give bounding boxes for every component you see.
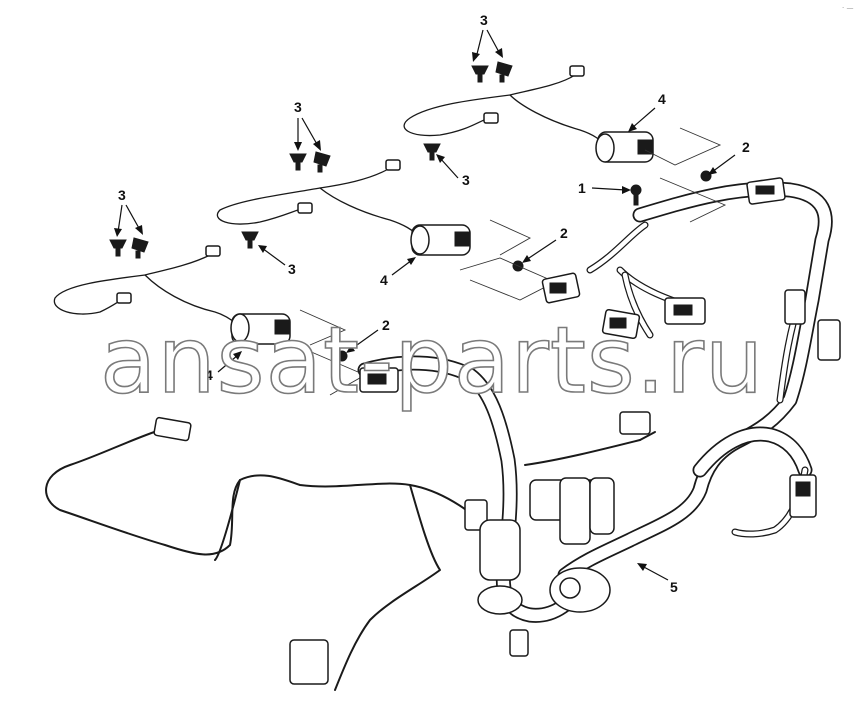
- sensor-wire-loop-middle: [216, 167, 419, 236]
- junction-block: [477, 477, 615, 615]
- corner-mark: · —: [842, 4, 853, 12]
- sensor-wire-loop-top: [403, 74, 606, 146]
- callout-2-upper: 2: [742, 139, 750, 155]
- sensor-upper: [595, 131, 654, 163]
- callout-3-clip-upper: 3: [462, 172, 470, 188]
- callout-5: 5: [670, 579, 678, 595]
- watermark: ansat-parts.ru: [100, 307, 764, 414]
- callout-1: 1: [578, 180, 586, 196]
- callout-2-middle: 2: [560, 225, 568, 241]
- callout-labels: 3 3 3 3 3 3 4 4 4 2 2 2 1 5: [118, 12, 750, 595]
- connectors: [153, 177, 841, 685]
- callout-4-upper: 4: [658, 91, 666, 107]
- clips: [109, 61, 513, 259]
- callout-4-middle: 4: [380, 272, 388, 288]
- branch-cables: [586, 221, 809, 538]
- sensor-lower: [230, 313, 291, 345]
- wire-terminals: [116, 65, 585, 304]
- callout-4-lower: 4: [205, 367, 213, 383]
- callout-2-lower: 2: [382, 317, 390, 333]
- callout-3-left: 3: [118, 187, 126, 203]
- main-harness-trunk: [357, 181, 833, 623]
- callout-3-middle: 3: [294, 99, 302, 115]
- sensor-middle: [410, 224, 471, 256]
- callout-3-clip-lower: 3: [288, 261, 296, 277]
- lower-left-wire-loop: [45, 429, 656, 691]
- leader-arrows: [114, 29, 736, 581]
- callout-3-top: 3: [480, 12, 488, 28]
